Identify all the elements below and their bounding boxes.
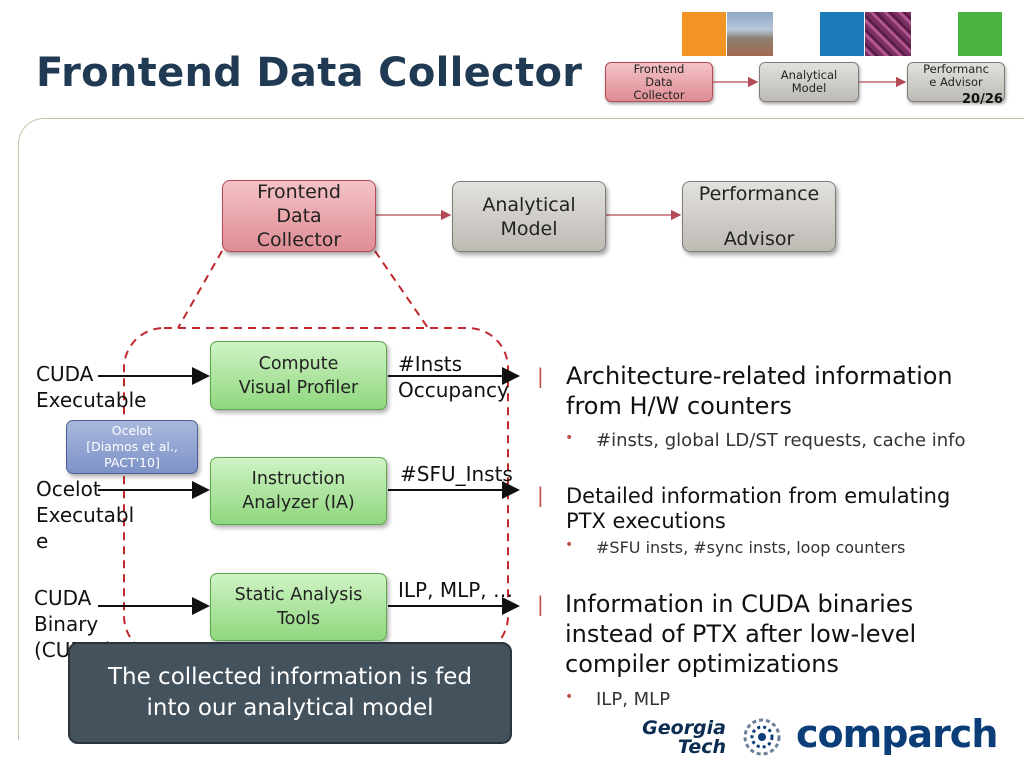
bullet-heading-2: Detailed information from emulating PTX … <box>566 484 950 534</box>
tool-visual-profiler-box: Compute Visual Profiler <box>210 341 387 410</box>
tool-ocelot-line1: Ocelot <box>111 423 153 438</box>
building-photo-tile <box>727 12 773 56</box>
georgia-tech-logo-line1: Georgia <box>642 717 726 739</box>
input-ocelot-executable: Ocelot Executabl e <box>36 476 134 554</box>
bullet-heading-3-line3: compiler optimizations <box>565 650 839 678</box>
bullet-heading-3-line2: instead of PTX after low-level <box>565 620 917 648</box>
comparch-logo: comparch <box>796 712 998 756</box>
pipeline-frontend-line3: Collector <box>256 229 342 251</box>
tool-static-analysis-line1: Static Analysis <box>234 585 363 605</box>
output-ilp-mlp: ILP, MLP, … <box>398 578 513 602</box>
bullet-heading-2-line2: PTX executions <box>566 509 726 533</box>
bullet-sub-1: #insts, global LD/ST requests, cache inf… <box>596 430 966 451</box>
circuit-photo-tile <box>865 12 911 56</box>
bullet-sub-3: ILP, MLP <box>596 689 671 710</box>
input-ocelot-executable-line1: Ocelot <box>36 477 101 501</box>
nav-advisor-box: Performance Advisor <box>907 62 1005 102</box>
bullet-marker-2: | <box>537 483 544 507</box>
pipeline-frontend-line1: Frontend <box>257 181 341 203</box>
callout-text: The collected information is fed into ou… <box>107 664 473 721</box>
pipeline-model-line2: Model <box>500 217 558 240</box>
input-ocelot-executable-line2: Executabl <box>36 503 135 527</box>
tool-instruction-analyzer-box: Instruction Analyzer (IA) <box>210 457 387 525</box>
content-panel <box>18 118 1024 740</box>
slide-title: Frontend Data Collector <box>36 50 583 96</box>
tool-visual-profiler-line2: Visual Profiler <box>238 377 359 398</box>
output-occupancy: Occupancy <box>398 378 509 402</box>
output-insts: #Insts <box>398 352 463 376</box>
zoom-line-right <box>374 250 429 329</box>
green-tile <box>958 12 1002 56</box>
sub-marker-2: • <box>565 537 574 553</box>
nav-frontend-box: Frontend Data Collector <box>605 62 713 102</box>
nav-model-box: Analytical Model <box>759 62 859 102</box>
bullet-sub-2: #SFU insts, #sync insts, loop counters <box>596 538 906 557</box>
zoom-line-left <box>177 250 223 329</box>
tool-visual-profiler-line1: Compute <box>258 353 339 374</box>
tool-static-analysis-box: Static Analysis Tools <box>210 573 387 641</box>
pipeline-advisor-line2: Advisor <box>723 228 795 250</box>
output-profiler: #Insts Occupancy <box>398 351 509 403</box>
nav-frontend-label: Frontend Data Collector <box>633 61 685 102</box>
bullet-heading-3-line1: Information in CUDA binaries <box>565 590 914 618</box>
input-cuda-executable: CUDA Executable <box>36 361 147 413</box>
pipeline-frontend-line2: Data <box>276 205 322 227</box>
bullet-heading-1-line1: Architecture-related information <box>566 362 953 390</box>
input-cuda-binary-line2: Binary <box>34 612 99 636</box>
input-cuda-binary-line1: CUDA <box>34 586 92 610</box>
tool-instruction-analyzer-line1: Instruction <box>251 469 346 489</box>
page-number: 20/26 <box>962 92 1003 107</box>
pipeline-model-line1: Analytical <box>482 193 576 216</box>
pipeline-advisor-box: Performance Advisor <box>682 181 836 252</box>
bullet-marker-3: | <box>537 592 544 616</box>
bullet-heading-1: Architecture-related information from H/… <box>566 361 953 421</box>
nav-advisor-label: Performance Advisor <box>923 62 989 89</box>
callout-box: The collected information is fed into ou… <box>68 642 512 744</box>
orange-tile <box>682 12 726 56</box>
blue-tile <box>820 12 864 56</box>
bullet-heading-3: Information in CUDA binaries instead of … <box>565 589 916 679</box>
georgia-tech-logo-line2: Tech <box>677 736 726 758</box>
bullet-marker-1: | <box>537 364 544 388</box>
nav-model-label: Analytical Model <box>780 68 838 95</box>
georgia-tech-logo: Georgia Tech <box>636 719 726 757</box>
tool-static-analysis-line2: Tools <box>276 609 321 629</box>
sub-marker-3: • <box>565 689 574 705</box>
bullet-heading-2-line1: Detailed information from emulating <box>566 484 951 508</box>
input-cuda-executable-line2: Executable <box>36 388 147 412</box>
pipeline-advisor-line1: Performance <box>698 183 820 205</box>
pipeline-model-box: Analytical Model <box>452 181 606 252</box>
input-ocelot-executable-line3: e <box>36 529 49 553</box>
bullet-heading-1-line2: from H/W counters <box>566 392 792 420</box>
tool-ocelot-line3: PACT'10] <box>104 455 160 470</box>
input-cuda-executable-line1: CUDA <box>36 362 94 386</box>
sub-marker-1: • <box>565 430 574 446</box>
comparch-swirl-icon <box>743 718 781 756</box>
tool-instruction-analyzer-line2: Analyzer (IA) <box>242 493 355 513</box>
output-sfu-insts: #SFU_Insts <box>400 462 513 486</box>
tool-ocelot-line2: [Diamos et al., <box>86 439 178 454</box>
tool-ocelot-box: Ocelot [Diamos et al., PACT'10] <box>66 420 198 474</box>
pipeline-frontend-box: Frontend Data Collector <box>222 180 376 252</box>
